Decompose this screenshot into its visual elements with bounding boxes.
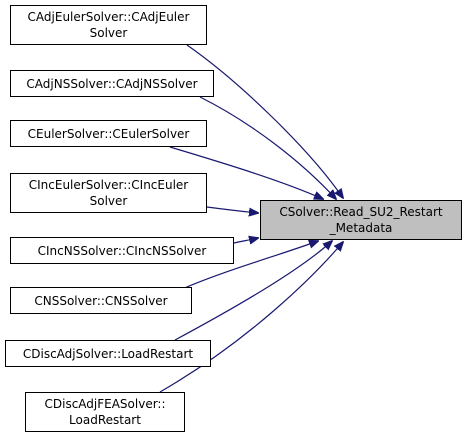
target-node-read-su2-restart-metadata: CSolver::Read_SU2_Restart _Metadata bbox=[260, 200, 462, 240]
node-label-line1: CIncEulerSolver::CIncEuler bbox=[28, 178, 189, 192]
edge-cnssolver bbox=[179, 241, 318, 291]
edge-cadjeulersolver bbox=[186, 44, 343, 198]
target-label-line1: CSolver::Read_SU2_Restart bbox=[279, 205, 443, 219]
edge-cinceulersolver bbox=[206, 206, 258, 213]
caller-node-cadjnssolver[interactable]: CAdjNSSolver::CAdjNSSolver bbox=[10, 70, 214, 97]
edge-cadjnssolver bbox=[199, 96, 336, 199]
node-label-line1: CDiscAdjSolver::LoadRestart bbox=[22, 346, 194, 361]
caller-node-ceulersolver[interactable]: CEulerSolver::CEulerSolver bbox=[10, 120, 207, 147]
caller-node-cdiscadjfeasolver-loadrestart[interactable]: CDiscAdjFEASolver:: LoadRestart bbox=[25, 392, 185, 432]
target-label-line2: _Metadata bbox=[329, 221, 393, 235]
node-label-line1: CNSSolver::CNSSolver bbox=[34, 293, 168, 308]
edge-cdiscadjfeasolver bbox=[159, 242, 343, 393]
node-label-line1: CDiscAdjFEASolver:: bbox=[44, 397, 166, 411]
edge-cdiscadjsolver bbox=[174, 241, 332, 341]
node-label-line2: LoadRestart bbox=[69, 413, 141, 427]
node-label-line1: CEulerSolver::CEulerSolver bbox=[27, 126, 190, 141]
caller-node-cdiscadjsolver-loadrestart[interactable]: CDiscAdjSolver::LoadRestart bbox=[5, 340, 211, 367]
node-label-line2: Solver bbox=[89, 194, 128, 208]
caller-node-cinceulersolver[interactable]: CIncEulerSolver::CIncEuler Solver bbox=[10, 173, 207, 213]
node-label-line2: Solver bbox=[89, 26, 128, 40]
node-label-line1: CAdjEulerSolver::CAdjEuler bbox=[27, 10, 190, 24]
node-label-line1: CAdjNSSolver::CAdjNSSolver bbox=[26, 76, 198, 91]
caller-node-cnssolver[interactable]: CNSSolver::CNSSolver bbox=[10, 287, 192, 314]
edge-ceulersolver bbox=[169, 146, 323, 199]
edge-cincnssolver bbox=[233, 238, 258, 243]
node-label-line1: CIncNSSolver::CIncNSSolver bbox=[37, 243, 207, 258]
caller-node-cadjeulersolver[interactable]: CAdjEulerSolver::CAdjEuler Solver bbox=[10, 5, 207, 45]
caller-node-cincnssolver[interactable]: CIncNSSolver::CIncNSSolver bbox=[10, 237, 234, 264]
